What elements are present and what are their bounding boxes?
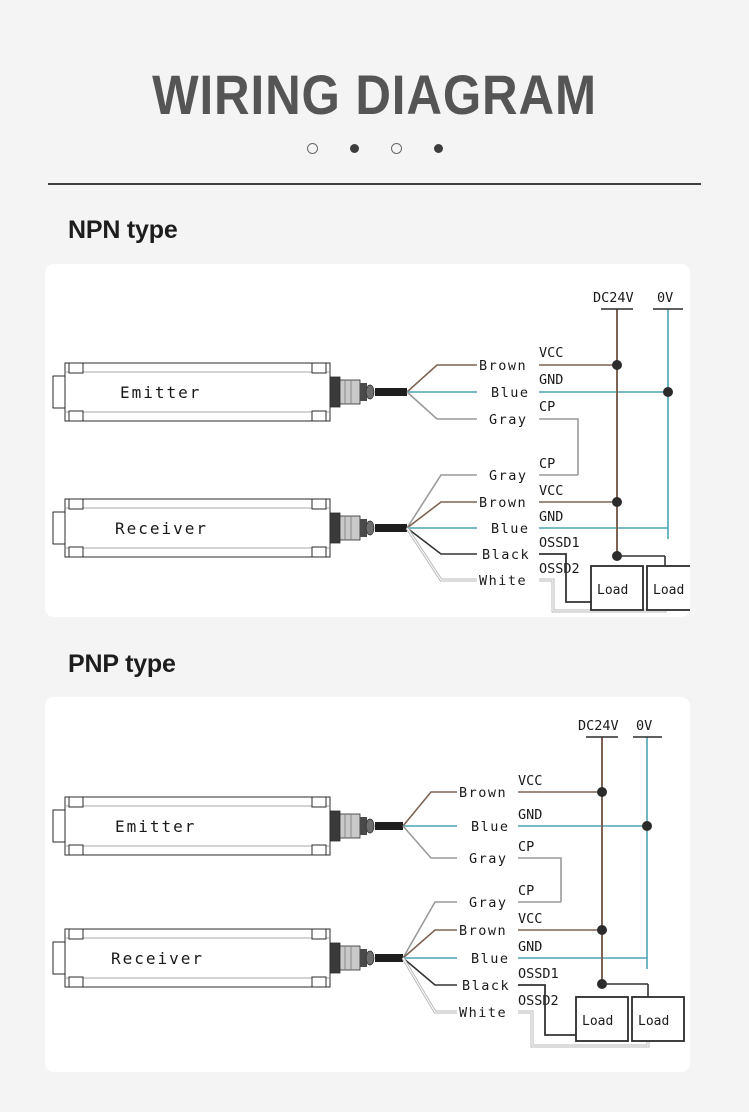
wire-color-brown-pnp-receiver: Brown (459, 923, 507, 939)
emitter-rail-wires-pnp (518, 791, 647, 902)
wire-color-brown-npn-emitter: Brown (479, 358, 527, 374)
header-divider (48, 183, 701, 185)
dot-hollow-2 (390, 143, 402, 154)
wire-color-brown-npn-receiver: Brown (479, 495, 527, 511)
signal-cp-npn-emitter: CP (539, 399, 555, 415)
junction-dot (597, 787, 607, 797)
load-box-1-npn (590, 565, 644, 611)
wire-color-black-pnp-receiver: Black (462, 978, 510, 994)
signal-vcc-npn-receiver: VCC (539, 483, 563, 499)
load-label-2-pnp: Load (638, 1014, 669, 1029)
wire-color-black-npn-receiver: Black (482, 547, 530, 563)
signal-gnd-pnp-receiver: GND (518, 939, 542, 955)
emitter-label-pnp: Emitter (115, 817, 196, 836)
rail-label-dc24v-npn: DC24V (593, 290, 634, 306)
wire-color-blue-npn-receiver: Blue (491, 521, 530, 537)
dot-hollow-1 (306, 143, 318, 154)
wire-color-brown-pnp-emitter: Brown (459, 785, 507, 801)
emitter-wire-fanout-npn (406, 364, 477, 420)
power-rails-pnp: DC24V 0V (578, 718, 662, 989)
signal-vcc-npn-emitter: VCC (539, 345, 563, 361)
signal-gnd-pnp-emitter: GND (518, 807, 542, 823)
wire-color-white-npn-receiver: White (479, 573, 527, 589)
loads-npn: Load Load (590, 555, 690, 611)
load-box-2-pnp (631, 996, 685, 1042)
signal-ossd1-npn-receiver: OSSD1 (539, 535, 580, 551)
section-heading-pnp: PNP type (68, 650, 176, 678)
receiver-label-pnp: Receiver (111, 949, 204, 968)
receiver-wire-labels-pnp: Gray Brown Blue Black White (459, 895, 510, 1021)
junction-dot (612, 360, 622, 370)
page-title: WIRING DIAGRAM (152, 63, 597, 126)
emitter-signal-labels-pnp: VCC GND CP (518, 773, 542, 855)
emitter-rail-wires-npn (539, 364, 668, 475)
pnp-diagram-card: Emitter Brown Blue Gray VCC (45, 697, 690, 1072)
junction-dot (642, 821, 652, 831)
wire-color-blue-npn-emitter: Blue (491, 385, 530, 401)
receiver-signal-labels-npn: CP VCC GND OSSD1 OSSD2 (539, 456, 580, 577)
signal-gnd-npn-emitter: GND (539, 372, 563, 388)
load-label-1-pnp: Load (582, 1014, 613, 1029)
emitter-label-npn: Emitter (120, 383, 201, 402)
emitter-wire-labels-npn: Brown Blue Gray (479, 358, 530, 428)
load-box-1-pnp (575, 996, 629, 1042)
load-box-2-npn (646, 565, 690, 611)
receiver-signal-labels-pnp: CP VCC GND OSSD1 OSSD2 (518, 883, 559, 1009)
receiver-wire-fanout-npn (405, 474, 477, 582)
power-rails-npn: DC24V 0V (593, 290, 683, 561)
signal-cp-pnp-emitter: CP (518, 839, 534, 855)
rail-label-0v-npn: 0V (657, 290, 673, 306)
section-heading-npn: NPN type (68, 216, 178, 244)
receiver-wire-fanout-pnp (401, 901, 457, 1014)
junction-dot (612, 497, 622, 507)
rail-label-0v-pnp: 0V (636, 718, 652, 734)
wire-color-gray-pnp-emitter: Gray (469, 851, 508, 867)
wire-color-white-pnp-receiver: White (459, 1005, 507, 1021)
receiver-wire-labels-npn: Gray Brown Blue Black White (479, 468, 530, 589)
npn-diagram-card: Emitter Brown (45, 264, 690, 617)
page-header: WIRING DIAGRAM (0, 0, 749, 154)
dot-filled-2 (433, 144, 443, 153)
receiver-label-npn: Receiver (115, 519, 208, 538)
emitter-device-pnp: Emitter (52, 796, 403, 856)
wire-color-gray-pnp-receiver: Gray (469, 895, 508, 911)
emitter-device-npn: Emitter (52, 362, 407, 422)
signal-ossd2-npn-receiver: OSSD2 (539, 561, 580, 577)
emitter-wire-fanout-pnp (402, 791, 457, 859)
signal-gnd-npn-receiver: GND (539, 509, 563, 525)
load-label-1-npn: Load (597, 583, 628, 598)
wire-color-gray-npn-receiver: Gray (489, 468, 528, 484)
wire-color-blue-pnp-receiver: Blue (471, 951, 510, 967)
emitter-signal-labels-npn: VCC GND CP (539, 345, 563, 415)
signal-cp-npn-receiver: CP (539, 456, 555, 472)
signal-cp-pnp-receiver: CP (518, 883, 534, 899)
wire-color-blue-pnp-emitter: Blue (471, 819, 510, 835)
rail-label-dc24v-pnp: DC24V (578, 718, 619, 734)
receiver-device-pnp: Receiver (52, 928, 403, 988)
dot-filled-1 (349, 144, 359, 153)
emitter-wire-labels-pnp: Brown Blue Gray (459, 785, 510, 867)
signal-ossd1-pnp-receiver: OSSD1 (518, 966, 559, 982)
wire-color-gray-npn-emitter: Gray (489, 412, 528, 428)
load-label-2-npn: Load (653, 583, 684, 598)
junction-dot (663, 387, 673, 397)
signal-ossd2-pnp-receiver: OSSD2 (518, 993, 559, 1009)
loads-pnp: Load Load (575, 983, 685, 1042)
signal-vcc-pnp-emitter: VCC (518, 773, 542, 789)
receiver-device-npn: Receiver (52, 498, 407, 558)
signal-vcc-pnp-receiver: VCC (518, 911, 542, 927)
junction-dot (597, 925, 607, 935)
dot-separator (0, 143, 749, 154)
